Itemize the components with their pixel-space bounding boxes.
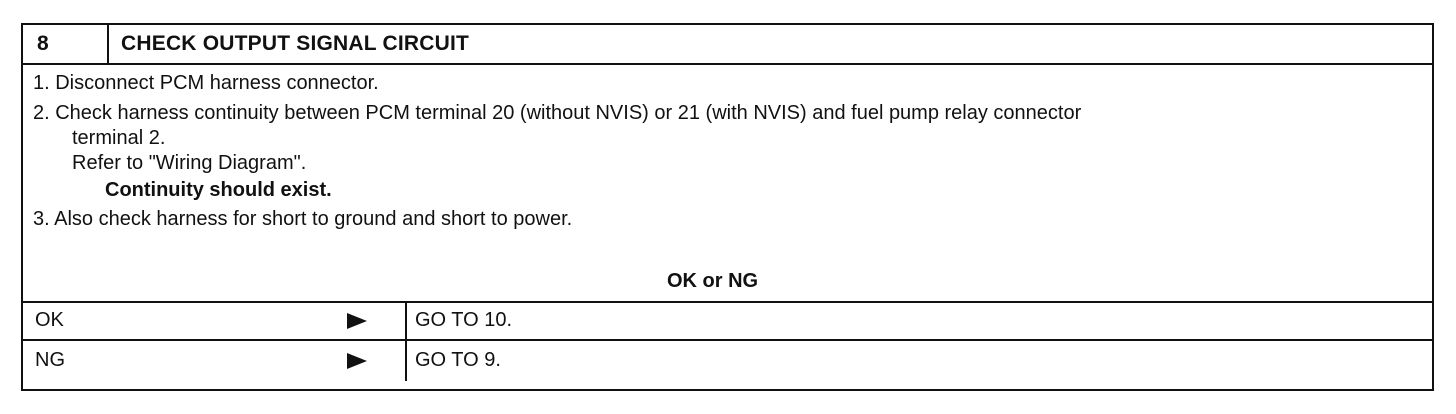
decision-label: OK or NG — [667, 270, 759, 292]
instruction-2-continued: terminal 2. — [72, 127, 166, 149]
instruction-1: 1. Disconnect PCM harness connector. — [33, 72, 379, 94]
step-title: CHECK OUTPUT SIGNAL CIRCUIT — [121, 32, 470, 55]
result-row-ng: NG GO TO 9. — [23, 341, 1432, 381]
instruction-3: 3. Also check harness for short to groun… — [33, 208, 573, 230]
step-number: 8 — [23, 25, 109, 63]
wiring-diagram-reference: Refer to "Wiring Diagram". — [72, 152, 307, 174]
step-header: 8 CHECK OUTPUT SIGNAL CIRCUIT — [23, 25, 1432, 65]
step-instructions: 1. Disconnect PCM harness connector. 2. … — [23, 63, 1432, 303]
arrow-right-icon — [347, 313, 367, 329]
result-label: OK — [35, 309, 64, 331]
arrow-right-icon — [347, 353, 367, 369]
result-row-ok: OK GO TO 10. — [23, 301, 1432, 341]
result-action: GO TO 10. — [415, 309, 513, 331]
result-label: NG — [35, 349, 65, 371]
diagnostic-step-table: 8 CHECK OUTPUT SIGNAL CIRCUIT 1. Disconn… — [21, 23, 1434, 391]
expected-result: Continuity should exist. — [105, 179, 332, 201]
instruction-2: 2. Check harness continuity between PCM … — [33, 102, 1082, 124]
result-action: GO TO 9. — [415, 349, 501, 371]
